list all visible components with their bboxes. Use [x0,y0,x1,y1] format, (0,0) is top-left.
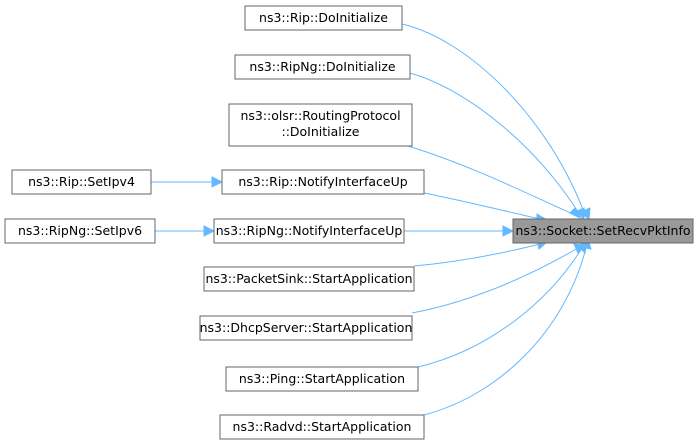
edge-dhcpserver-to-target [411,243,585,314]
node-packetsink-startapplication[interactable]: ns3::PacketSink::StartApplication [203,266,415,292]
svg-text:ns3::Rip::DoInitialize: ns3::Rip::DoInitialize [259,10,388,25]
node-rip-setipv4[interactable]: ns3::Rip::SetIpv4 [11,169,152,195]
svg-text:ns3::Socket::SetRecvPktInfo: ns3::Socket::SetRecvPktInfo [515,223,690,238]
edge-olsr-doinit-to-target [407,145,582,220]
svg-text:ns3::RipNg::SetIpv6: ns3::RipNg::SetIpv6 [18,223,142,238]
node-ripng-notifyinterfaceup[interactable]: ns3::RipNg::NotifyInterfaceUp [213,218,405,244]
svg-text:ns3::PacketSink::StartApplicat: ns3::PacketSink::StartApplication [205,271,412,286]
node-ping-startapplication[interactable]: ns3::Ping::StartApplication [225,366,419,392]
svg-text:ns3::DhcpServer::StartApplicat: ns3::DhcpServer::StartApplication [200,320,413,335]
edge-ripng-notify-to-target [404,225,515,237]
edge-radvd-to-target [423,237,592,416]
node-dhcpserver-startapplication[interactable]: ns3::DhcpServer::StartApplication [199,315,413,341]
edge-setipv6-to-ripng-notify [155,225,216,237]
svg-text:ns3::RipNg::DoInitialize: ns3::RipNg::DoInitialize [249,59,396,74]
svg-text:ns3::Rip::SetIpv4: ns3::Rip::SetIpv4 [28,174,135,189]
edge-ripng-doinit-to-target [409,72,585,221]
node-radvd-startapplication[interactable]: ns3::Radvd::StartApplication [219,414,425,440]
svg-text:ns3::olsr::RoutingProtocol: ns3::olsr::RoutingProtocol [240,108,400,123]
svg-text:ns3::Radvd::StartApplication: ns3::Radvd::StartApplication [233,419,412,434]
edge-setipv4-to-rip-notify [151,176,224,188]
node-rip-notifyinterfaceup[interactable]: ns3::Rip::NotifyInterfaceUp [221,169,425,195]
node-ripng-setipv6[interactable]: ns3::RipNg::SetIpv6 [4,218,156,244]
svg-text:::DoInitialize: ::DoInitialize [281,124,359,139]
node-ripng-doinitialize[interactable]: ns3::RipNg::DoInitialize [234,54,411,80]
svg-text:ns3::Ping::StartApplication: ns3::Ping::StartApplication [239,371,405,386]
svg-text:ns3::RipNg::NotifyInterfaceUp: ns3::RipNg::NotifyInterfaceUp [216,223,403,238]
node-rip-doinitialize[interactable]: ns3::Rip::DoInitialize [244,5,403,31]
node-olsr-doinitialize[interactable]: ns3::olsr::RoutingProtocol ::DoInitializ… [228,103,413,147]
edge-rip-doinit-to-target [401,23,591,220]
node-socket-setrecvpktinfo[interactable]: ns3::Socket::SetRecvPktInfo [512,218,694,244]
edge-ping-to-target [417,242,587,368]
svg-text:ns3::Rip::NotifyInterfaceUp: ns3::Rip::NotifyInterfaceUp [238,174,407,189]
